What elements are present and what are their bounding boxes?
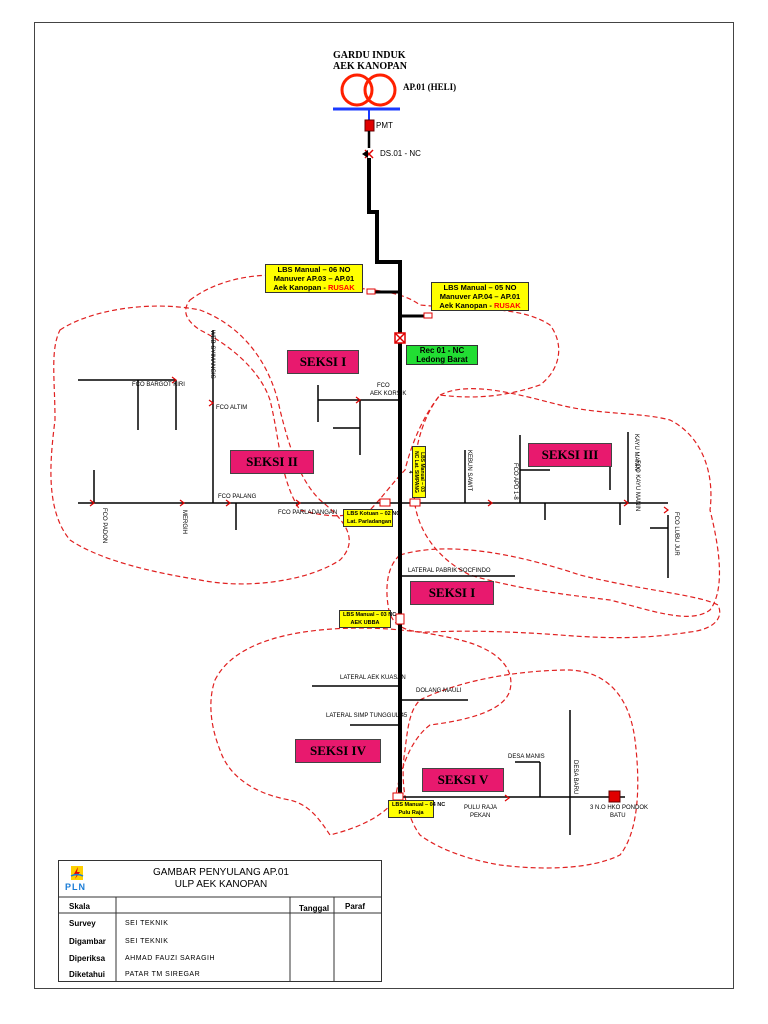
seksi-5-label: SEKSI V bbox=[422, 768, 504, 792]
seksi-1b-label: SEKSI I bbox=[410, 581, 494, 605]
seksi-1a-label: SEKSI I bbox=[287, 350, 359, 374]
title-block-grid bbox=[58, 896, 382, 982]
col-tanggal: Tanggal bbox=[299, 904, 330, 913]
vertical-label-fcoapd: FCO APD 1-8 bbox=[512, 463, 518, 500]
lbs03-box: LBS Manual – 03 NC AEK UBBA bbox=[339, 610, 397, 628]
pln-logo: PLN bbox=[65, 866, 89, 892]
fco-aek-korsik-label-2: AEK KORSIK bbox=[370, 391, 407, 397]
lbs05-line2: Manuver AP.04 – AP.01 bbox=[439, 292, 521, 301]
row-digambar-label: Digambar bbox=[69, 937, 106, 946]
pulu-raja-label-2: PEKAN bbox=[470, 813, 491, 819]
lbs03-line1: LBS Manual – 03 NC bbox=[343, 612, 397, 618]
rec01-line2: Ledong Barat bbox=[416, 355, 468, 364]
lbs02-switch bbox=[379, 498, 391, 507]
zone-outline-seksi-2 bbox=[50, 305, 350, 585]
feeder-label: AP.01 (HELI) bbox=[403, 82, 457, 92]
lateral-pabrik-label: LATERAL PABRIK SOCFINDO bbox=[408, 568, 491, 574]
row-diperiksa-label: Diperiksa bbox=[69, 954, 106, 963]
title-line-2: ULP AEK KANOPAN bbox=[174, 879, 268, 890]
lbs05-line3: Aek Kanopan - RUSAK bbox=[439, 301, 521, 310]
col-skala: Skala bbox=[69, 902, 90, 911]
rec01-box: Rec 01 - NC Ledong Barat bbox=[406, 345, 478, 365]
row-diketahui-label: Diketahui bbox=[69, 970, 106, 979]
fco-bargot-label: FCO BARGOT KIRI bbox=[132, 382, 185, 388]
pmt-label: PMT bbox=[376, 121, 393, 130]
zone-outlines bbox=[50, 274, 721, 869]
vertical-label-webs: WEB SYIMANGIS bbox=[209, 330, 215, 379]
ds-label: DS.01 - NC bbox=[380, 149, 421, 158]
lbs06-line2: Manuver AP.03 – AP.01 bbox=[273, 274, 355, 283]
fco-aek-korsik-label-1: FCO bbox=[377, 383, 390, 389]
lbs06-line3: Aek Kanopan - RUSAK bbox=[273, 283, 355, 292]
lbs06-box: LBS Manual – 06 NO Manuver AP.03 – AP.01… bbox=[265, 264, 363, 293]
drawing-frame bbox=[34, 22, 734, 989]
lbs-simpang-box: LBS Manual – 03 NC Lat. SIMPANG 4 bbox=[407, 446, 426, 498]
title-line-1: GAMBAR PENYULANG AP.01 bbox=[153, 867, 289, 878]
zone-outline-seksi-1a bbox=[185, 274, 560, 517]
vertical-label-fco-lubu: FCO LUBU JUR bbox=[673, 512, 679, 556]
col-paraf: Paraf bbox=[345, 902, 366, 911]
row-survey-value: SEI TEKNIK bbox=[125, 920, 169, 927]
gardu-label-line1: GARDU INDUK bbox=[333, 50, 406, 61]
lbs05-box: LBS Manual – 05 NO Manuver AP.04 – AP.01… bbox=[431, 282, 529, 311]
row-diperiksa-value: AHMAD FAUZI SARAGIH bbox=[125, 955, 216, 962]
seksi-2-label: SEKSI II bbox=[230, 450, 314, 474]
pmt-breaker bbox=[364, 119, 375, 132]
hko-label-1: 3 N.O HKO PONDOK bbox=[590, 805, 649, 811]
pulu-raja-label-1: PULU RAJA bbox=[464, 805, 498, 811]
hko-label-2: BATU bbox=[610, 813, 626, 819]
desa-manis-label: DESA MANIS bbox=[508, 754, 545, 760]
vertical-label-kebun: KEBUN SAWIT bbox=[466, 450, 472, 492]
fco-palang-label: FCO PALANG bbox=[218, 494, 257, 500]
lbs-simpang-switch bbox=[409, 498, 421, 507]
lbs06-line1: LBS Manual – 06 NO bbox=[277, 265, 351, 274]
lbs04-switch bbox=[392, 792, 404, 801]
lbs05-line1: LBS Manual – 05 NO bbox=[443, 283, 517, 292]
zone-outline-seksi-5 bbox=[402, 669, 639, 869]
lbs04-line1: LBS Manual – 04 NC bbox=[392, 802, 446, 808]
lbs03-switch bbox=[395, 613, 405, 625]
row-digambar-value: SEI TEKNIK bbox=[125, 938, 169, 945]
fco-altim-label: FCO ALTIM bbox=[216, 405, 248, 411]
zone-outline-seksi-3 bbox=[413, 388, 721, 617]
main-feeder-line bbox=[367, 158, 402, 795]
fco-parladangan-label: FCO PARLADANGAN bbox=[278, 510, 338, 516]
seksi-4-label: SEKSI IV bbox=[295, 739, 381, 763]
title-block: PLN GAMBAR PENYULANG AP.01 ULP AEK KANOP… bbox=[58, 860, 382, 982]
lbs05-switch bbox=[423, 312, 433, 319]
pln-logo-text: PLN bbox=[65, 882, 86, 892]
lateral-aek-kuasan-label: LATERAL AEK KUASAN bbox=[340, 675, 406, 681]
lbs06-switch bbox=[366, 288, 376, 295]
vertical-label-kayu2: KAYU MANIN bbox=[633, 434, 639, 471]
rec01-line1: Rec 01 - NC bbox=[419, 346, 465, 355]
lbs02-box: LBS Kotuan – 02 NC Lat. Parladangan bbox=[343, 509, 401, 527]
gardu-label-line2: AEK KANOPAN bbox=[333, 61, 407, 72]
lbs03-line2: AEK UBBA bbox=[350, 620, 380, 626]
dolang-mauli-label: DOLANG MAULI bbox=[416, 688, 462, 694]
vertical-label-mergih: MERGIH bbox=[181, 510, 187, 534]
row-diketahui-value: PATAR TM SIREGAR bbox=[125, 971, 201, 978]
seksi-3-label: SEKSI III bbox=[528, 443, 612, 467]
vertical-label-desa-baru: DESA BARU bbox=[572, 760, 578, 795]
transformer-symbol bbox=[340, 73, 397, 107]
lbs02-line2: Lat. Parladangan bbox=[347, 519, 392, 525]
fco-markers bbox=[89, 376, 669, 802]
hko-breaker bbox=[608, 790, 621, 803]
row-survey-label: Survey bbox=[69, 919, 96, 928]
lateral-simp-label: LATERAL SIMP TUNGGUL 45 bbox=[326, 713, 408, 719]
pln-logo-icon bbox=[70, 866, 84, 880]
lbs04-box: LBS Manual – 04 NC Pulu Raja bbox=[388, 800, 446, 818]
lbs04-line2: Pulu Raja bbox=[398, 810, 424, 816]
lbs02-line1: LBS Kotuan – 02 NC bbox=[347, 511, 401, 517]
vertical-label-padon: FCO PADON bbox=[101, 508, 107, 544]
zone-outline-seksi-4 bbox=[210, 627, 512, 836]
